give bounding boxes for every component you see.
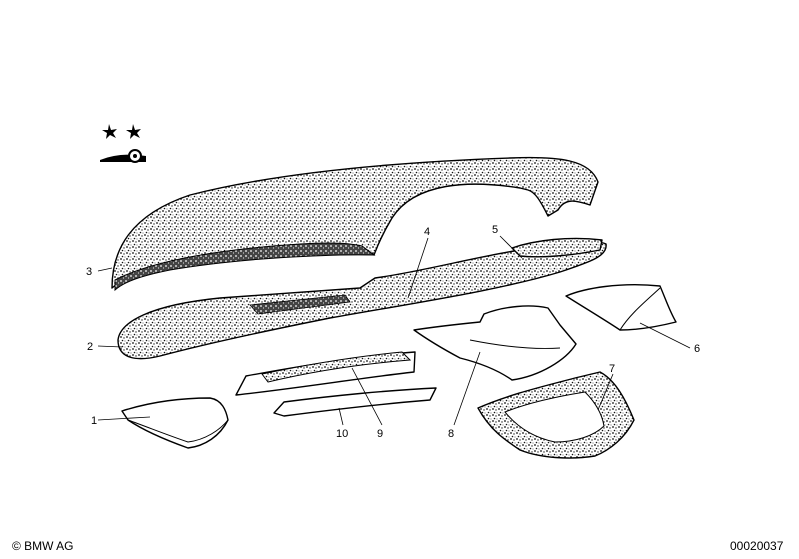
callout-6: 6 [694,343,700,355]
callout-2: 2 [87,341,93,353]
frame-opening [504,391,605,443]
lower-dashboard-recess [249,294,351,315]
callout-10: 10 [336,428,348,440]
small-plate [121,397,229,449]
pad-edge [619,287,661,331]
trim-piece [511,237,603,258]
callout-7: 7 [609,363,615,375]
callout-3: 3 [86,266,92,278]
dashboard-symbol-icon [100,149,146,163]
star-icon [102,124,117,139]
lower-dashboard-padding [117,241,607,360]
copyright-notice: © BMW AG [12,539,74,553]
small-plate-edge [127,419,229,443]
upper-dashboard-underside [114,242,376,292]
callout-1: 1 [91,415,97,427]
callout-4: 4 [424,226,430,238]
callout-5: 5 [492,224,498,236]
diagram-number: 00020037 [730,539,784,553]
pad [565,284,677,331]
insulation-mat [413,305,577,381]
insulation-mat-inner [469,339,561,349]
callout-8: 8 [448,428,454,440]
plate [273,387,437,417]
cover-panel-top [261,351,412,383]
leader-lines [97,235,691,426]
callout-9: 9 [377,428,383,440]
star-icon [126,124,141,139]
